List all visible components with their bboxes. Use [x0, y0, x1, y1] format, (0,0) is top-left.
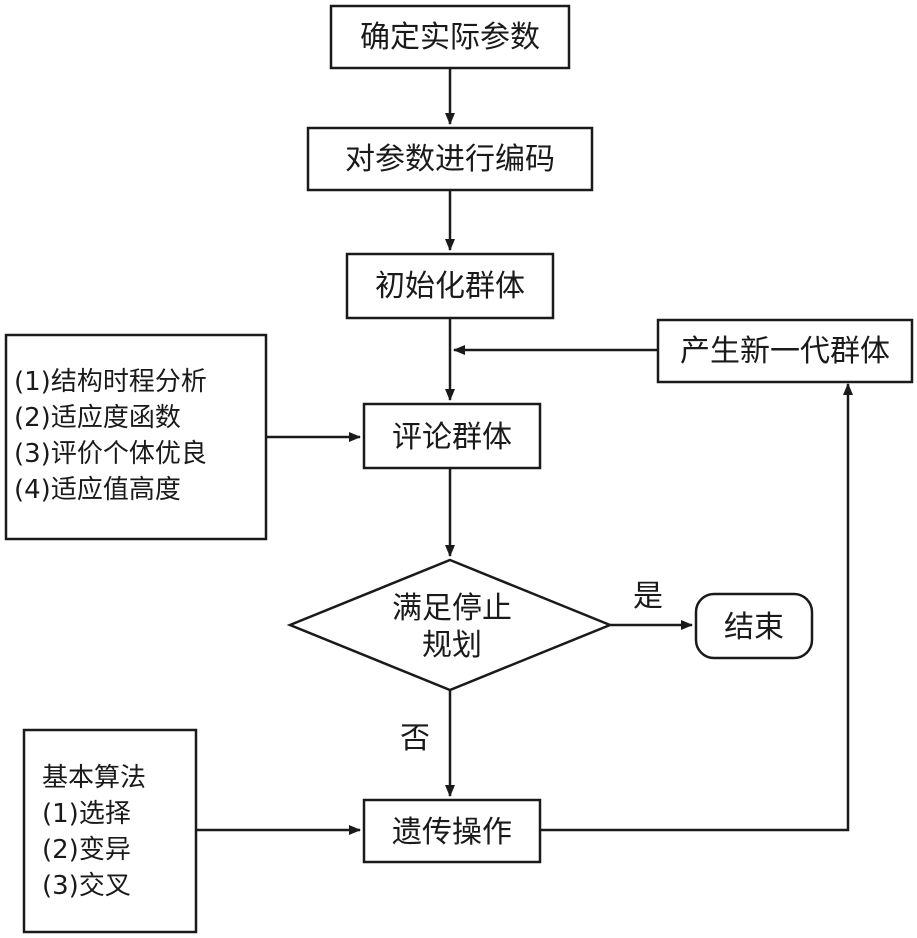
- decision-stop-criteria: 满足停止 规划: [286, 558, 614, 692]
- edge-genetic-to-new-generation: [540, 383, 853, 832]
- edge-label-yes: 是: [633, 579, 663, 614]
- node-encode-params-label: 对参数进行编码: [345, 142, 555, 177]
- decision-stop-criteria-line2: 规划: [422, 628, 482, 663]
- node-determine-params-label: 确定实际参数: [360, 20, 540, 55]
- algorithm-notes-box: 基本算法 (1)选择 (2)变异 (3)交叉: [22, 728, 198, 934]
- algorithm-selection: (1)选择: [42, 799, 131, 829]
- node-new-generation-label: 产生新一代群体: [680, 334, 890, 369]
- node-evaluate-population: 评论群体: [362, 402, 542, 470]
- algorithm-crossover: (3)交叉: [42, 871, 131, 901]
- node-genetic-operations-label: 遗传操作: [392, 815, 512, 850]
- edge-label-no: 否: [400, 721, 430, 756]
- evaluation-step-4: (4)适应值高度: [14, 475, 181, 505]
- algorithm-mutation: (2)变异: [42, 835, 131, 865]
- node-new-generation: 产生新一代群体: [656, 318, 914, 384]
- node-evaluate-population-label: 评论群体: [392, 420, 512, 455]
- decision-stop-criteria-line1: 满足停止: [392, 591, 512, 626]
- evaluation-step-3: (3)评价个体优良: [14, 439, 207, 469]
- evaluation-notes-box: (1)结构时程分析 (2)适应度函数 (3)评价个体优良 (4)适应值高度: [4, 333, 268, 541]
- node-end: 结束: [694, 592, 814, 660]
- evaluation-step-1: (1)结构时程分析: [14, 367, 207, 397]
- node-genetic-operations: 遗传操作: [362, 798, 542, 864]
- algorithm-title: 基本算法: [42, 763, 146, 793]
- node-determine-params: 确定实际参数: [329, 4, 571, 70]
- node-encode-params: 对参数进行编码: [306, 126, 594, 192]
- node-init-population: 初始化群体: [345, 252, 555, 320]
- node-init-population-label: 初始化群体: [375, 269, 525, 304]
- node-end-label: 结束: [724, 610, 784, 645]
- evaluation-step-2: (2)适应度函数: [14, 403, 181, 433]
